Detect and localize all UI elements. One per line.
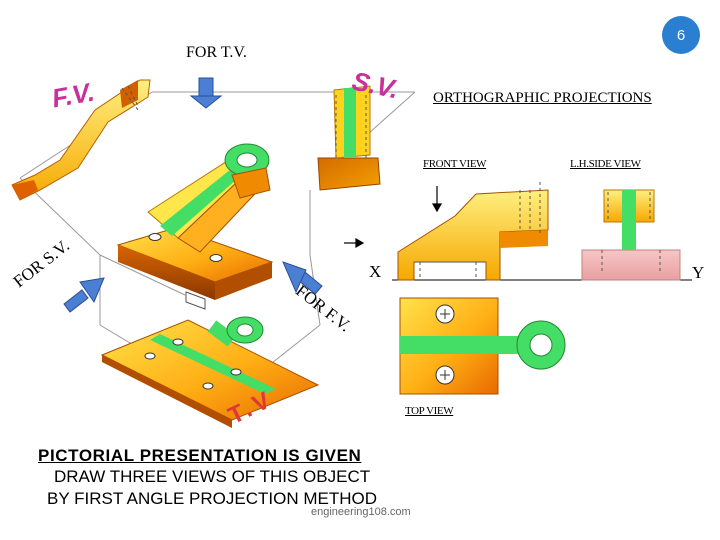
arrow-for-tv <box>189 77 223 109</box>
arrow-for-fv <box>282 261 323 295</box>
y-axis-label: Y <box>692 263 705 282</box>
arrow-for-sv <box>63 277 105 313</box>
watermark: engineering108.com <box>311 506 411 518</box>
instruction-line-2: BY FIRST ANGLE PROJECTION METHOD <box>47 489 377 508</box>
tv-plane-projection <box>100 316 320 428</box>
side-view-drawing <box>581 189 681 281</box>
slide-number-badge: 6 <box>662 16 700 54</box>
top-view-label: TOP VIEW <box>405 405 454 417</box>
fv-plane-projection <box>11 79 151 201</box>
front-view-label: FRONT VIEW <box>423 158 487 170</box>
x-axis-label: X <box>369 262 382 281</box>
instruction-heading: PICTORIAL PRESENTATION IS GIVEN <box>38 446 362 465</box>
top-view-drawing <box>399 297 566 395</box>
side-view-label: L.H.SIDE VIEW <box>570 158 641 170</box>
instruction-line-1: DRAW THREE VIEWS OF THIS OBJECT <box>54 467 371 486</box>
view-pointer-arrows <box>344 186 443 249</box>
orthographic-projections-title: ORTHOGRAPHIC PROJECTIONS <box>433 90 652 106</box>
front-view-drawing <box>397 182 549 281</box>
pictorial-object <box>116 143 274 310</box>
sv-plane-projection <box>317 85 381 191</box>
for-tv-label: FOR T.V. <box>186 44 247 61</box>
